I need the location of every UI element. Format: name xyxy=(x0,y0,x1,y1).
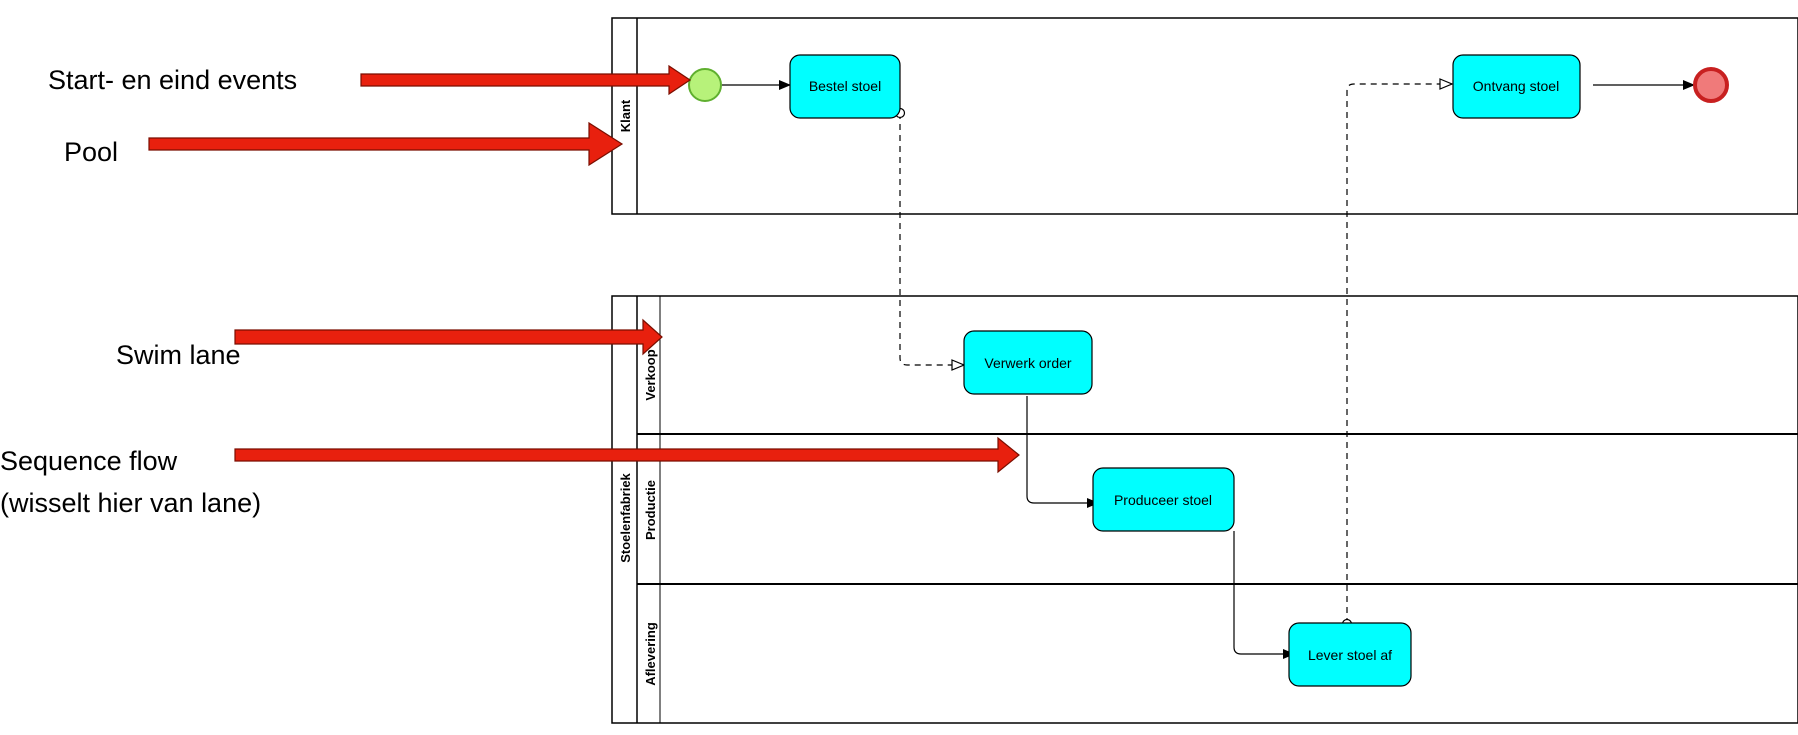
task-order-chair[interactable]: Bestel stoel xyxy=(789,54,901,119)
lane-label-sales: Verkoop xyxy=(643,349,658,400)
annotation-events-label: Start- en eind events xyxy=(48,65,297,95)
task-process-order[interactable]: Verwerk order xyxy=(963,330,1093,395)
message-deliver-to-receive xyxy=(1346,84,1452,624)
task-label-order-chair: Bestel stoel xyxy=(809,78,881,94)
arrow-pool xyxy=(148,121,624,167)
flow-produce-to-deliver xyxy=(1233,531,1295,659)
arrow-sequence xyxy=(234,436,1020,474)
task-produce-chair[interactable]: Produceer stoel xyxy=(1092,467,1235,532)
arrow-events xyxy=(360,64,692,96)
task-label-receive-chair: Ontvang stoel xyxy=(1473,78,1559,94)
task-receive-chair[interactable]: Ontvang stoel xyxy=(1452,54,1581,119)
annotation-pool-label: Pool xyxy=(64,137,118,167)
pool-label-factory: Stoelenfabriek xyxy=(618,472,633,562)
lane-delivery: Aflevering xyxy=(643,622,658,686)
annotation-sequence-label: Sequence flow xyxy=(0,446,178,476)
task-label-produce-chair: Produceer stoel xyxy=(1114,492,1212,508)
task-label-deliver-chair: Lever stoel af xyxy=(1308,647,1392,663)
lane-sales: Verkoop xyxy=(643,349,658,400)
pool-label-customer: Klant xyxy=(618,99,633,132)
sequence-flows xyxy=(722,80,1695,659)
flow-process-to-produce xyxy=(1026,396,1099,508)
arrow-swimlane xyxy=(234,318,663,356)
message-order-to-process xyxy=(899,113,964,365)
start-event[interactable] xyxy=(688,68,722,102)
annotation-arrows xyxy=(148,64,1020,474)
pool-customer: Klant xyxy=(611,17,1798,215)
lane-label-production: Productie xyxy=(643,480,658,540)
annotation-swimlane-label: Swim lane xyxy=(116,340,241,370)
annotation-sequence-sublabel: (wisselt hier van lane) xyxy=(0,488,261,518)
end-event[interactable] xyxy=(1693,67,1729,103)
lane-label-delivery: Aflevering xyxy=(643,622,658,686)
lane-production: Productie xyxy=(643,480,658,540)
task-label-process-order: Verwerk order xyxy=(984,355,1071,371)
task-deliver-chair[interactable]: Lever stoel af xyxy=(1288,622,1412,687)
